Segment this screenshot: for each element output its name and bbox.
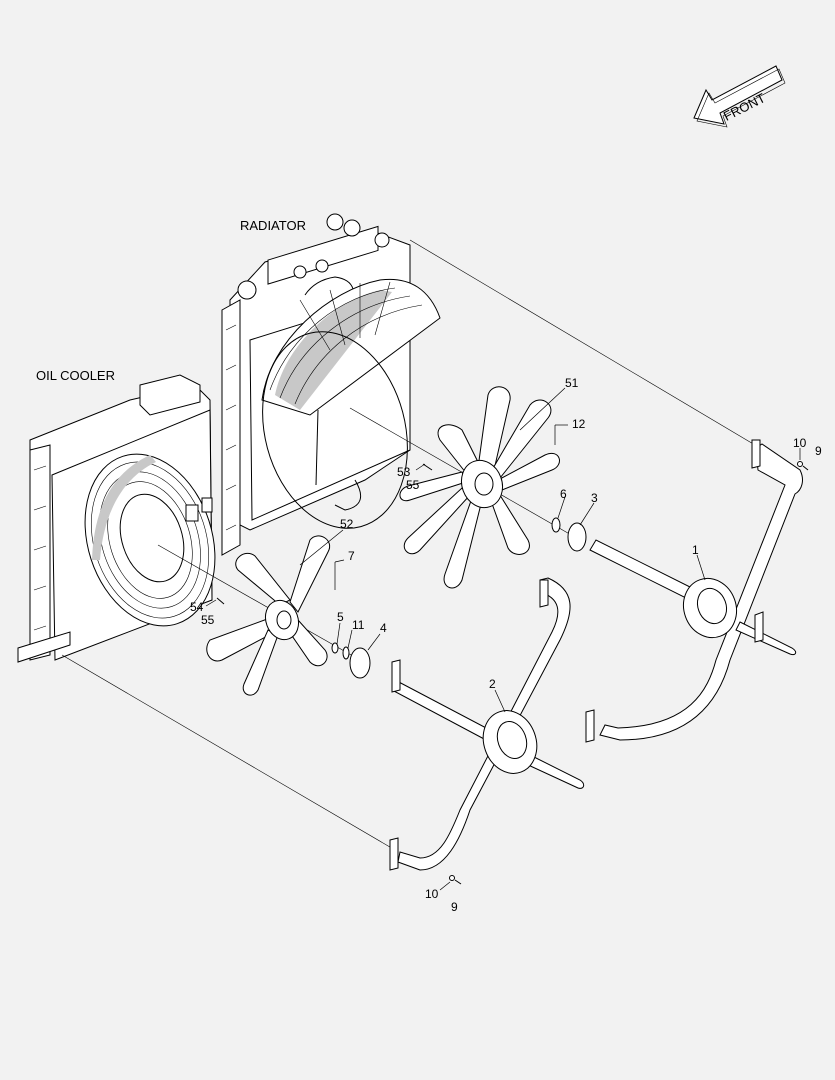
fan-guard-1: [585, 439, 803, 743]
callout-10: 10: [793, 436, 807, 450]
callout-1: 1: [692, 543, 699, 557]
callout-9: 9: [451, 900, 458, 914]
fan-guard-2: [389, 577, 585, 871]
callout-6: 6: [560, 487, 567, 501]
callout-51: 51: [565, 376, 579, 390]
callout-leaders: [205, 387, 801, 891]
callout-10: 10: [425, 887, 439, 901]
callout-55: 55: [201, 613, 215, 627]
callout-12: 12: [572, 417, 586, 431]
fan-51: [399, 386, 560, 589]
callout-52: 52: [340, 517, 354, 531]
callout-5: 5: [337, 610, 344, 624]
callout-53: 53: [397, 465, 411, 479]
oil-cooler: [17, 374, 216, 663]
callout-9: 9: [815, 444, 822, 458]
callout-labels: 51 12 53 55 6 3 10 9 1 52 7 54 55 5 11 4…: [190, 376, 822, 914]
radiator-title: RADIATOR: [240, 218, 306, 233]
front-arrow: FRONT: [693, 65, 786, 128]
fan-52: [206, 535, 331, 696]
hub-parts: [216, 461, 809, 885]
callout-11: 11: [352, 618, 365, 632]
callout-7: 7: [348, 549, 355, 563]
callout-54: 54: [190, 600, 204, 614]
callout-4: 4: [380, 621, 387, 635]
callout-3: 3: [591, 491, 598, 505]
callout-55: 55: [406, 478, 420, 492]
oil-cooler-title: OIL COOLER: [36, 368, 115, 383]
guide-lines: [61, 239, 756, 851]
callout-2: 2: [489, 677, 496, 691]
radiator: [221, 213, 441, 556]
